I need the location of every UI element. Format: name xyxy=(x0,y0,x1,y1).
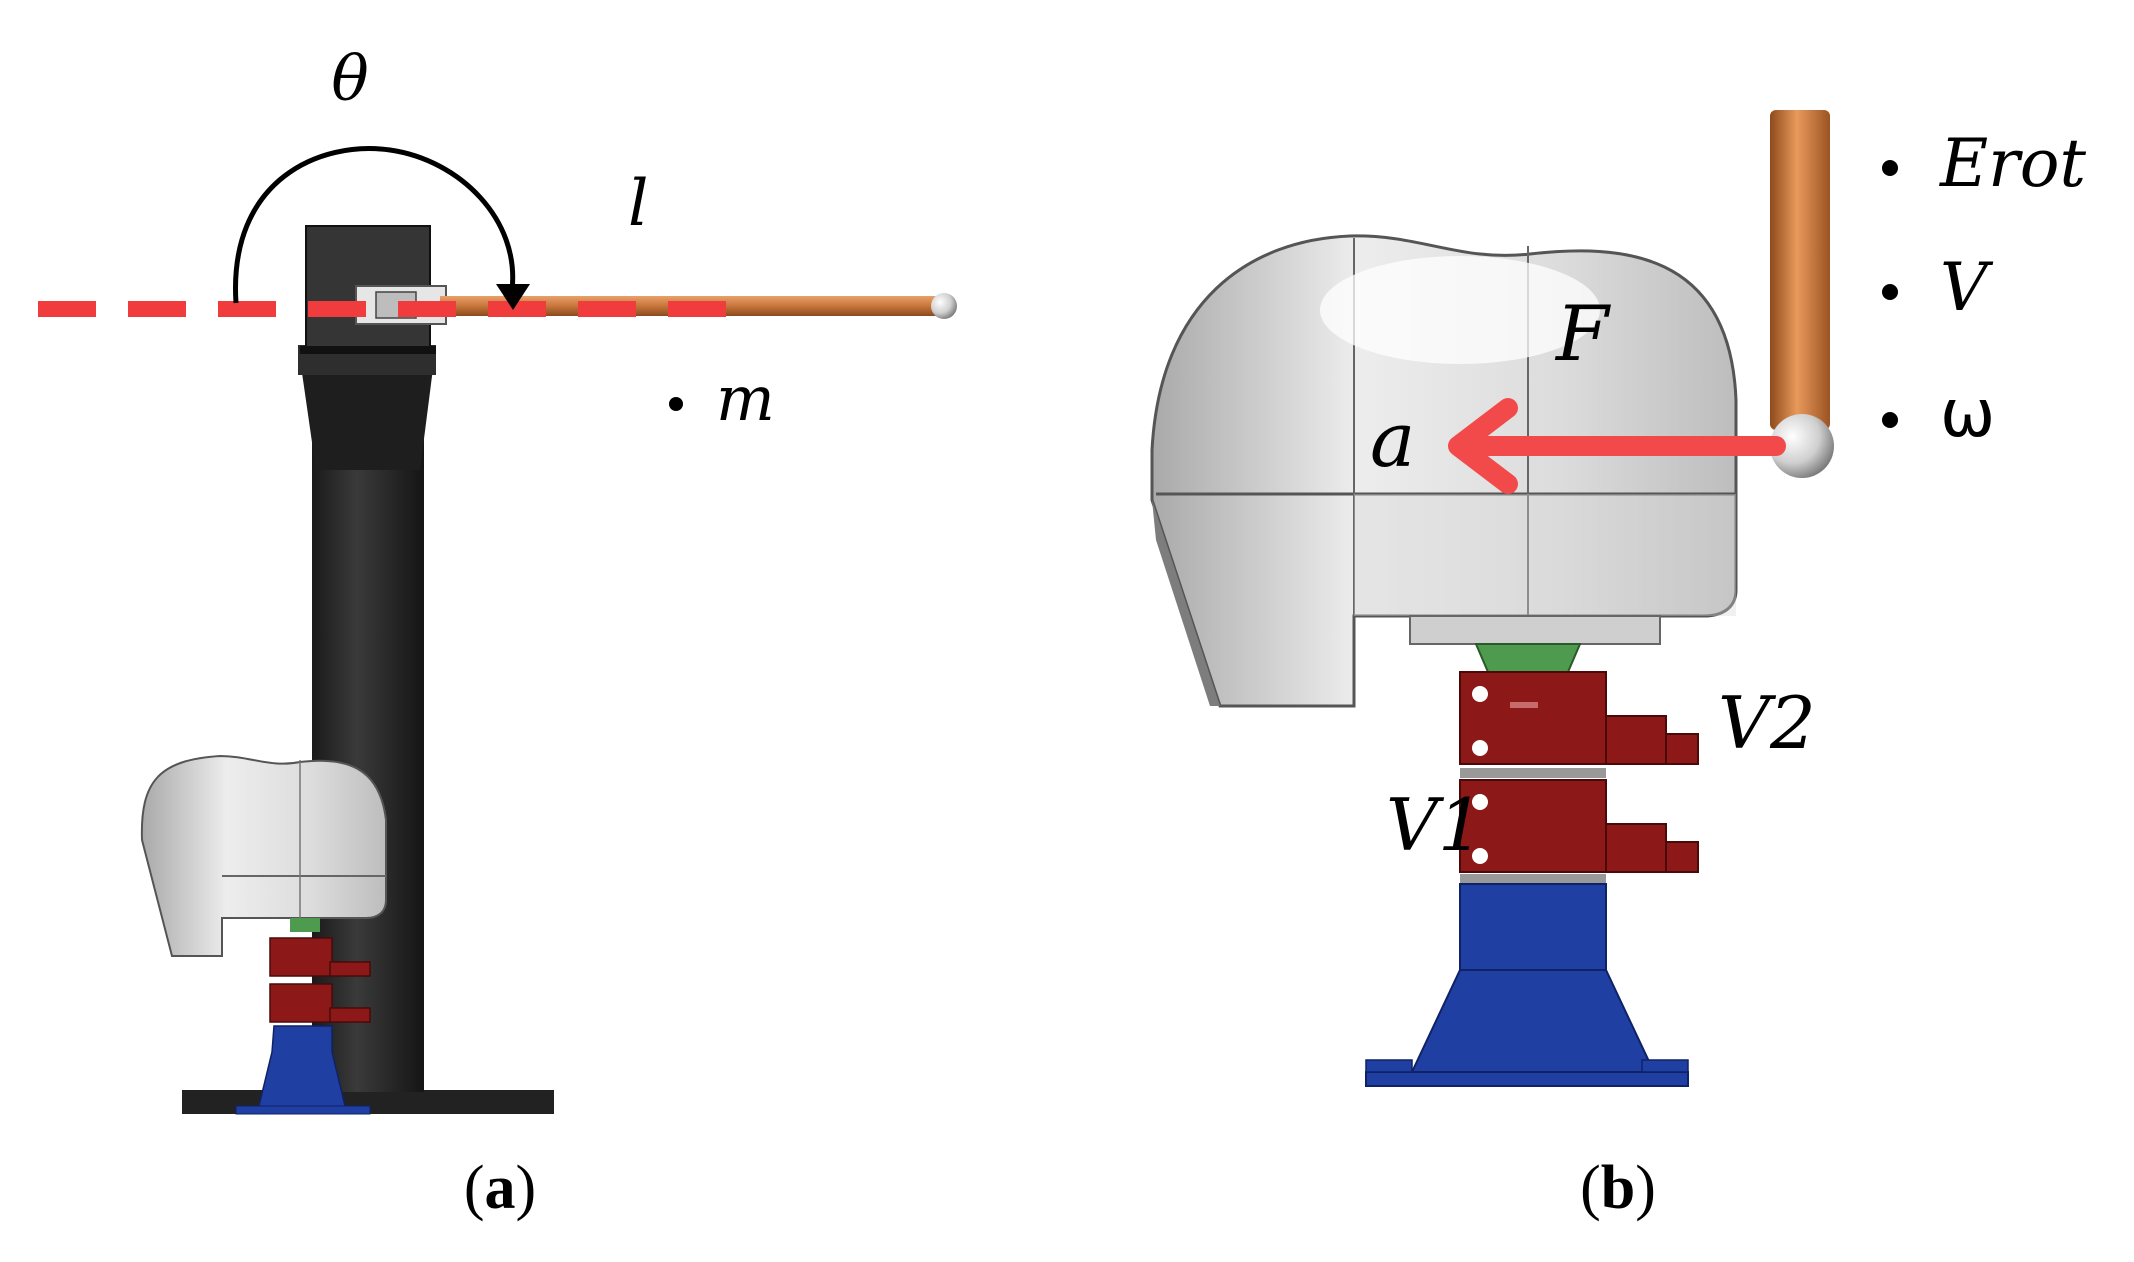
panel-b: F a V2 V1 Erot V ω (b) xyxy=(1150,110,2086,1222)
small-switch-bottom xyxy=(269,983,333,1023)
column-clamp-funnel xyxy=(298,345,436,470)
switch-v1 xyxy=(1459,779,1699,873)
mass-bullet xyxy=(669,397,683,411)
sensor-unit-small xyxy=(140,754,387,1115)
length-label: l xyxy=(628,167,648,241)
large-housing xyxy=(1150,234,1738,708)
legend-bullet-erot xyxy=(1882,160,1898,176)
legend-item-erot: Erot xyxy=(1939,125,2086,202)
legend-item-omega: ω xyxy=(1940,375,1995,452)
blue-base xyxy=(1365,883,1689,1087)
legend-bullet-omega xyxy=(1882,412,1898,428)
theta-rotation-arrow xyxy=(233,146,516,304)
legend-item-v: V xyxy=(1940,249,1994,326)
v1-label: V1 xyxy=(1386,783,1484,867)
acceleration-label: a xyxy=(1370,395,1415,484)
vertical-column xyxy=(312,420,424,1092)
acceleration-arrow xyxy=(1448,398,1786,494)
caption-b: (b) xyxy=(1580,1154,1656,1222)
green-coupler xyxy=(1474,643,1582,673)
panel-a: θ l m (a) xyxy=(38,42,957,1222)
caption-a: (a) xyxy=(464,1154,536,1222)
force-label: F xyxy=(1554,289,1611,378)
switch-v2 xyxy=(1459,671,1699,765)
v2-label: V2 xyxy=(1718,681,1816,765)
measurement-legend: Erot V ω xyxy=(1882,125,2086,452)
connector-plate xyxy=(1409,615,1661,645)
theta-arrowhead xyxy=(496,284,530,310)
striker-rod xyxy=(1770,110,1830,430)
legend-bullet-v xyxy=(1882,284,1898,300)
small-switch-top xyxy=(269,937,333,977)
pendulum-ball xyxy=(931,293,957,319)
mass-label: m xyxy=(716,362,775,435)
theta-label: θ xyxy=(331,42,368,115)
striker-ball xyxy=(1770,414,1834,478)
